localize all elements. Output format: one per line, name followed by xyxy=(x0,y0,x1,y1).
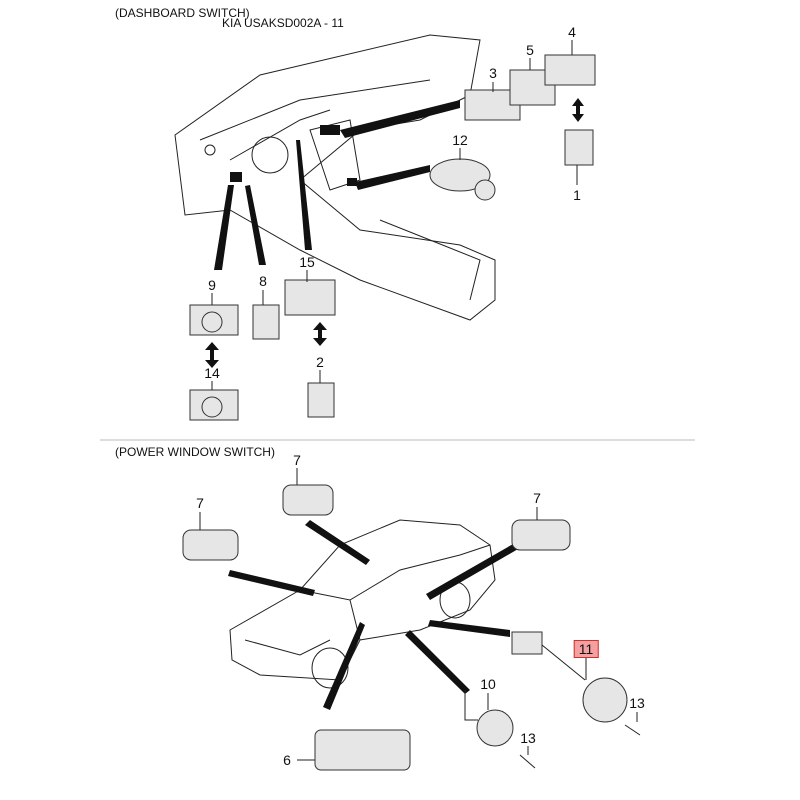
callout-7-right[interactable]: 7 xyxy=(533,490,541,506)
part-10-speaker xyxy=(476,709,514,747)
callout-3[interactable]: 3 xyxy=(489,65,497,81)
callout-8[interactable]: 8 xyxy=(259,273,267,289)
callout-9[interactable]: 9 xyxy=(208,277,216,293)
callout-14[interactable]: 14 xyxy=(204,365,220,381)
car-illustration xyxy=(229,519,496,689)
part-7-switch-right xyxy=(511,519,571,551)
callout-6[interactable]: 6 xyxy=(283,752,291,768)
callout-11-highlighted[interactable]: 11 xyxy=(573,640,599,658)
part-8-switch xyxy=(252,304,280,340)
callout-4[interactable]: 4 xyxy=(568,24,576,40)
diagram-code: KIA USAKSD002A - 11 xyxy=(222,16,344,30)
part-11-speaker xyxy=(582,677,628,723)
callout-15[interactable]: 15 xyxy=(299,254,315,270)
part-15-switch xyxy=(284,279,336,316)
callout-13-left[interactable]: 13 xyxy=(520,730,536,746)
part-2-switch xyxy=(307,382,335,418)
callout-7-left[interactable]: 7 xyxy=(196,495,204,511)
callout-7-top[interactable]: 7 xyxy=(293,452,301,468)
section-title-power-window-switch: (POWER WINDOW SWITCH) xyxy=(115,445,275,459)
callout-1[interactable]: 1 xyxy=(573,187,581,203)
connector xyxy=(511,631,543,655)
part-7-switch-left xyxy=(182,529,239,561)
callout-13-right[interactable]: 13 xyxy=(629,695,645,711)
part-7-switch-top xyxy=(282,484,334,516)
callout-2[interactable]: 2 xyxy=(316,354,324,370)
dashboard-illustration xyxy=(174,34,496,321)
part-6-main-switch xyxy=(314,729,411,771)
part-4-switch xyxy=(544,54,596,86)
callout-10[interactable]: 10 xyxy=(480,676,496,692)
callout-5[interactable]: 5 xyxy=(526,42,534,58)
part-1-switch xyxy=(564,129,594,166)
section-title-dashboard-switch: (DASHBOARD SWITCH) xyxy=(115,6,250,20)
callout-12[interactable]: 12 xyxy=(452,132,468,148)
